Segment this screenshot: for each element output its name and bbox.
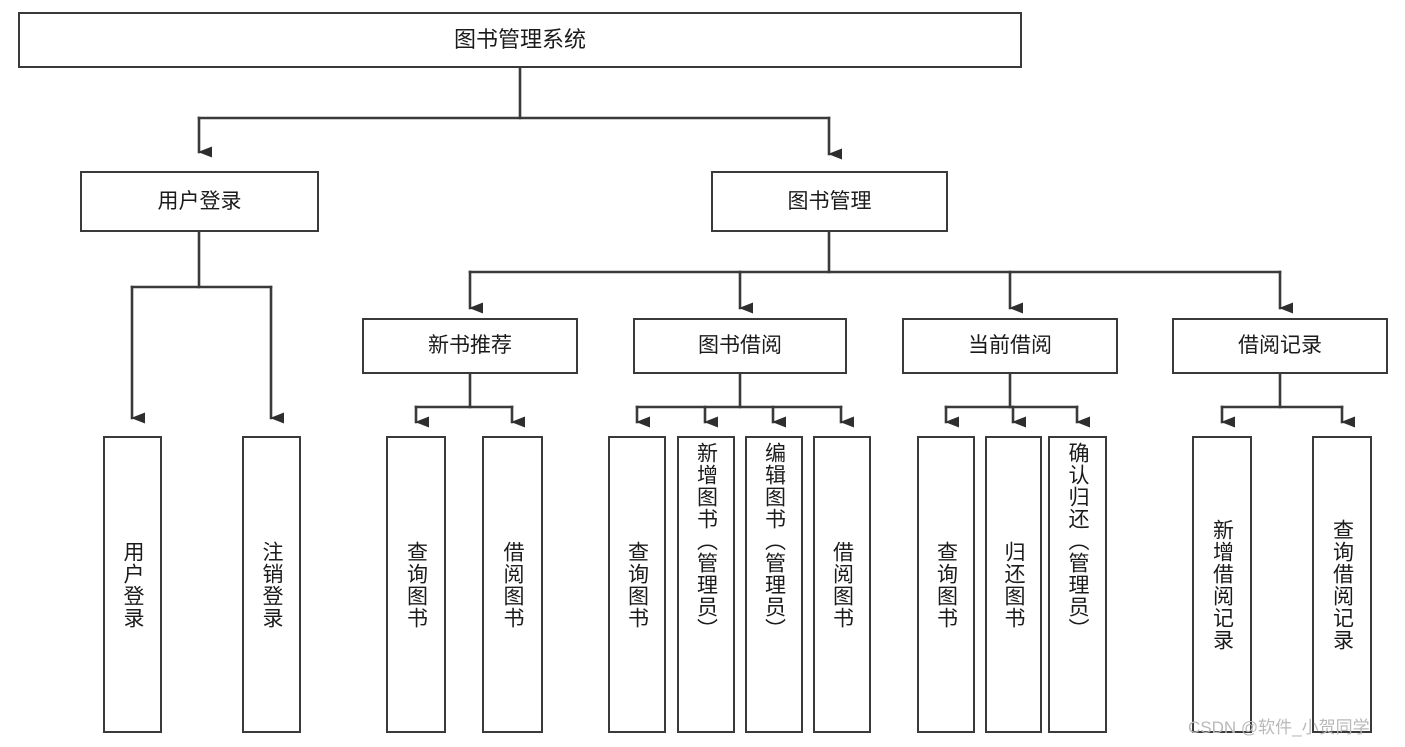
node-leaf-return-book-label: 归还图书 <box>1002 540 1025 629</box>
node-book-management[interactable]: 图书管理 <box>711 171 948 232</box>
node-leaf-logout-login-label: 注销登录 <box>260 540 283 629</box>
node-leaf-edit-book-label: 编辑图书（管理员） <box>762 442 786 640</box>
node-leaf-borrow-book-2-label: 借阅图书 <box>830 540 854 629</box>
node-leaf-query-book-2[interactable]: 查询图书 <box>608 436 666 733</box>
node-leaf-query-book-1[interactable]: 查询图书 <box>386 436 446 733</box>
node-user-login[interactable]: 用户登录 <box>80 171 319 232</box>
node-leaf-query-book-1-label: 查询图书 <box>404 540 428 629</box>
node-leaf-confirm-return-label: 确认归还（管理员） <box>1066 442 1089 640</box>
node-leaf-add-book[interactable]: 新增图书（管理员） <box>677 436 735 733</box>
node-leaf-confirm-return[interactable]: 确认归还（管理员） <box>1048 436 1107 733</box>
node-root[interactable]: 图书管理系统 <box>18 12 1022 68</box>
node-leaf-borrow-book-1-label: 借阅图书 <box>501 540 524 629</box>
node-leaf-add-record[interactable]: 新增借阅记录 <box>1192 436 1252 733</box>
node-leaf-add-record-label: 新增借阅记录 <box>1210 518 1234 651</box>
node-leaf-user-login[interactable]: 用户登录 <box>103 436 162 733</box>
node-leaf-query-book-3-label: 查询图书 <box>934 540 958 629</box>
node-leaf-user-login-label: 用户登录 <box>121 540 144 629</box>
node-leaf-edit-book[interactable]: 编辑图书（管理员） <box>745 436 803 733</box>
node-user-login-label: 用户登录 <box>157 189 242 213</box>
node-leaf-return-book[interactable]: 归还图书 <box>985 436 1042 733</box>
node-borrow-record[interactable]: 借阅记录 <box>1172 318 1388 374</box>
node-new-book-recommend[interactable]: 新书推荐 <box>362 318 578 374</box>
node-leaf-add-book-label: 新增图书（管理员） <box>694 442 718 640</box>
node-leaf-query-book-3[interactable]: 查询图书 <box>917 436 975 733</box>
node-current-borrow[interactable]: 当前借阅 <box>902 318 1118 374</box>
node-book-borrow[interactable]: 图书借阅 <box>633 318 847 374</box>
node-leaf-borrow-book-1[interactable]: 借阅图书 <box>482 436 543 733</box>
node-leaf-query-record-label: 查询借阅记录 <box>1330 518 1354 651</box>
node-leaf-borrow-book-2[interactable]: 借阅图书 <box>813 436 871 733</box>
node-leaf-logout-login[interactable]: 注销登录 <box>242 436 301 733</box>
node-leaf-query-record[interactable]: 查询借阅记录 <box>1312 436 1372 733</box>
node-book-management-label: 图书管理 <box>787 189 872 213</box>
node-borrow-record-label: 借阅记录 <box>1238 334 1322 358</box>
node-root-label: 图书管理系统 <box>453 26 586 52</box>
node-current-borrow-label: 当前借阅 <box>968 334 1052 358</box>
node-leaf-query-book-2-label: 查询图书 <box>625 540 649 629</box>
node-new-book-recommend-label: 新书推荐 <box>428 334 512 358</box>
csdn-watermark: CSDN @软件_小贺同学 <box>1188 718 1370 737</box>
node-book-borrow-label: 图书借阅 <box>698 334 782 358</box>
